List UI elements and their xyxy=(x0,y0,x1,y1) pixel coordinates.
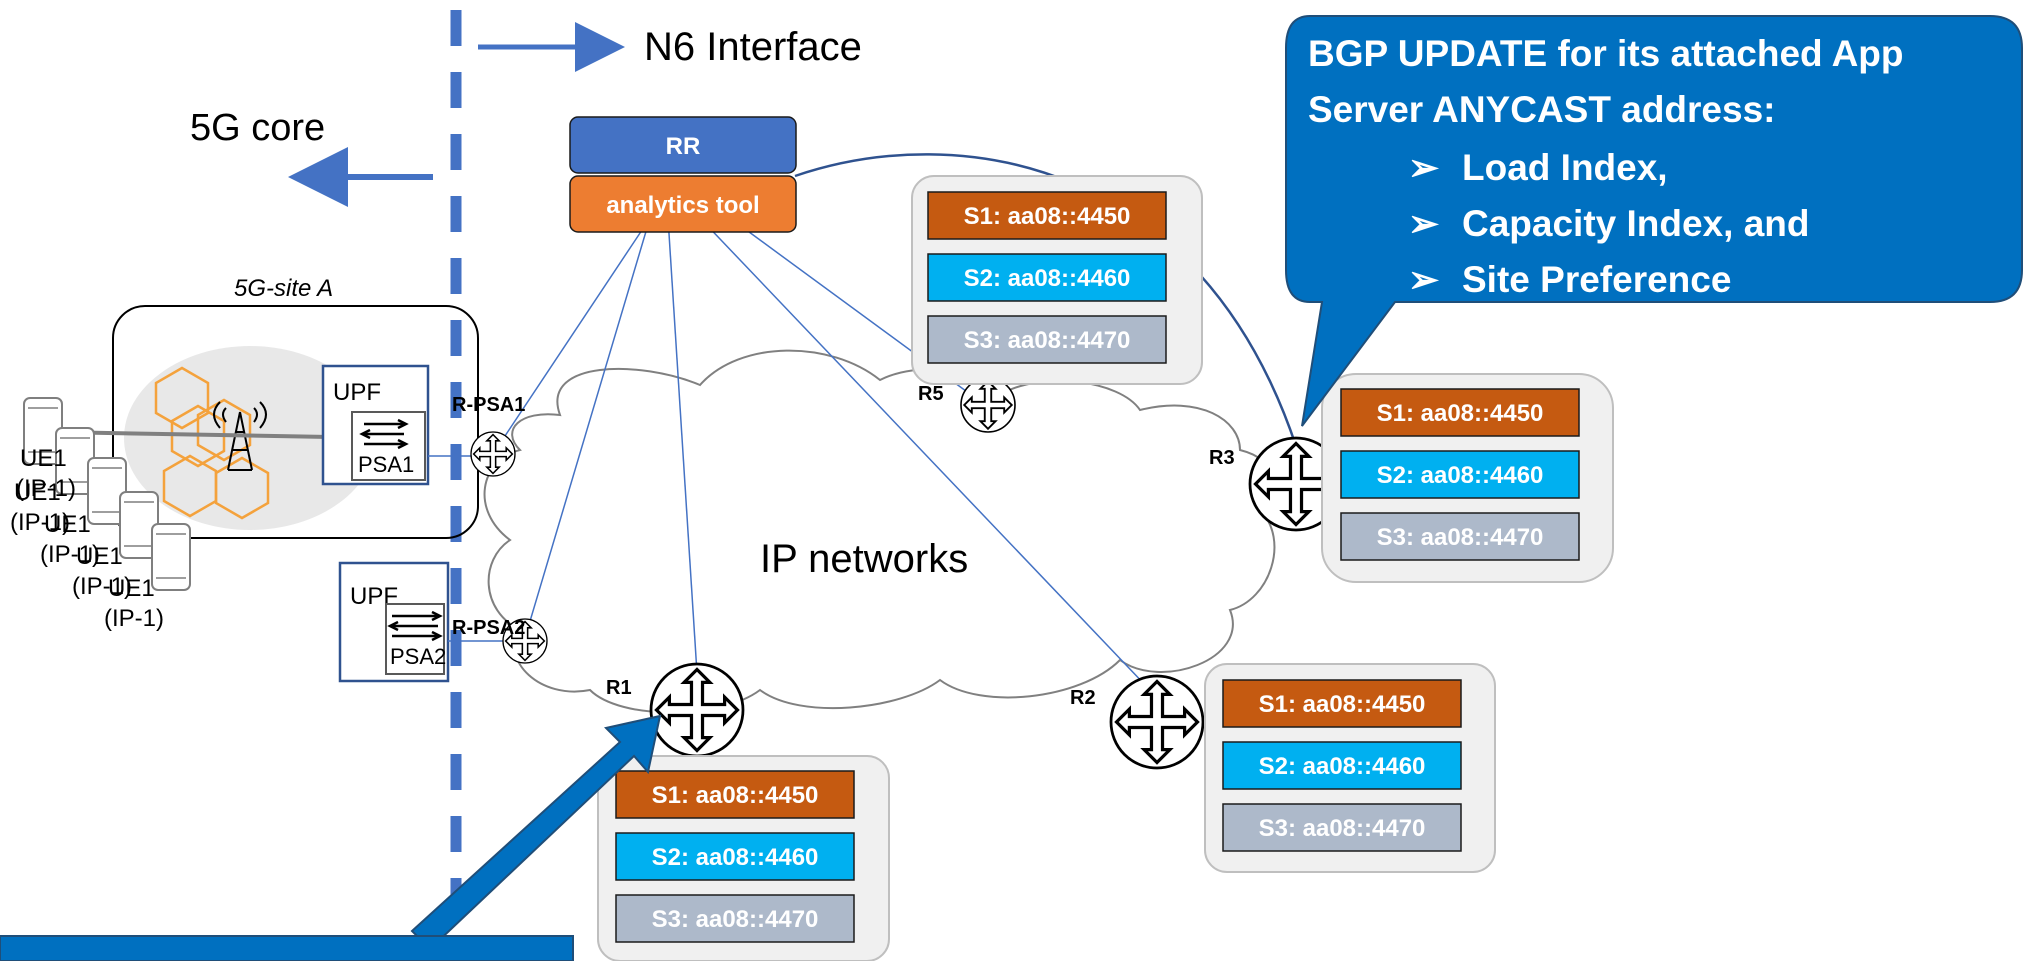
site-label: 5G-site A xyxy=(234,275,333,302)
core-label: 5G core xyxy=(190,107,325,149)
server-r2-s2[interactable] xyxy=(1222,741,1462,790)
psa1-label: PSA1 xyxy=(358,452,414,477)
server-r5-s1[interactable] xyxy=(927,191,1167,240)
server-r1-s2[interactable] xyxy=(615,832,855,881)
callout-bullet-2: Capacity Index, and xyxy=(1462,203,1810,244)
ue-name-label: UE1 xyxy=(76,543,123,570)
ue-name-label: UE1 xyxy=(20,445,67,472)
server-label-r2-s2: S2: aa08::4460 xyxy=(1259,753,1426,780)
callout-title-line1: BGP UPDATE for its attached App xyxy=(1308,33,1904,74)
router-r-psa1[interactable] xyxy=(470,431,516,477)
r-psa2-label: R-PSA2 xyxy=(452,617,525,639)
server-r5-s3[interactable] xyxy=(927,315,1167,364)
ip-network-cloud xyxy=(483,349,1276,714)
r-psa1-label: R-PSA1 xyxy=(452,394,525,416)
psa1-switch-icon xyxy=(359,418,409,450)
phone-icon xyxy=(151,523,191,591)
server-r3-s3[interactable] xyxy=(1340,512,1580,561)
site-a-frame xyxy=(112,305,479,539)
ue-name-label: UE1 xyxy=(108,575,155,602)
router-r2[interactable] xyxy=(1109,674,1205,770)
server-label-r3-s3: S3: aa08::4470 xyxy=(1377,524,1544,551)
server-r1-s1[interactable] xyxy=(615,770,855,819)
server-label-r2-s3: S3: aa08::4470 xyxy=(1259,815,1426,842)
server-label-r5-s1: S1: aa08::4450 xyxy=(964,203,1131,230)
server-r5-s2[interactable] xyxy=(927,253,1167,302)
upf1-label: UPF xyxy=(333,379,381,406)
r1-pointer-arrow xyxy=(410,714,662,951)
r2-label: R2 xyxy=(1070,687,1096,709)
server-r1-s3[interactable] xyxy=(615,894,855,943)
analytics-box[interactable] xyxy=(569,175,797,233)
server-label-r5-s2: S2: aa08::4460 xyxy=(964,265,1131,292)
server-label-r1-s2: S2: aa08::4460 xyxy=(652,844,819,871)
server-label-r1-s3: S3: aa08::4470 xyxy=(652,906,819,933)
ue-ip-label: (IP-1) xyxy=(72,573,132,600)
server-r2-s3[interactable] xyxy=(1222,803,1462,852)
r3-label: R3 xyxy=(1209,447,1235,469)
server-r3-s1[interactable] xyxy=(1340,388,1580,437)
router-r5[interactable] xyxy=(960,377,1016,433)
server-label-r3-s1: S1: aa08::4450 xyxy=(1377,400,1544,427)
callout-bullet-3: Site Preference xyxy=(1462,259,1731,300)
callout-bullet-1: Load Index, xyxy=(1462,147,1668,188)
callout-bullets: ➢ Load Index, ➢ Capacity Index, and ➢ Site Pr… xyxy=(1408,147,1810,300)
server-label-r2-s1: S1: aa08::4450 xyxy=(1259,691,1426,718)
rr-label: RR xyxy=(666,133,701,160)
bgp-callout-bubble xyxy=(1285,15,2023,427)
ue-ip-label: (IP-1) xyxy=(16,475,76,502)
ue-ip-label: (IP-1) xyxy=(104,605,164,632)
ue-ip-label: (IP-1) xyxy=(10,509,70,536)
ue-devices: UE1(IP-1)UE1(IP-1)UE1(IP-1)UE1(IP-1)UE1(… xyxy=(10,397,191,632)
r1-label: R1 xyxy=(606,677,632,699)
callout-bullet-glyph: ➢ xyxy=(1408,147,1440,188)
psa1-box xyxy=(351,411,426,481)
bottom-callout-box xyxy=(0,935,574,961)
server-r3-s2[interactable] xyxy=(1340,450,1580,499)
server-label-r3-s2: S2: aa08::4460 xyxy=(1377,462,1544,489)
ue-name-label: UE1 xyxy=(44,511,91,538)
psa2-label: PSA2 xyxy=(390,644,446,669)
callout-bullet-glyph: ➢ xyxy=(1408,203,1440,244)
rr-box[interactable] xyxy=(569,116,797,174)
server-label-r1-s1: S1: aa08::4450 xyxy=(652,782,819,809)
psa2-switch-icon xyxy=(387,610,443,642)
server-r2-s1[interactable] xyxy=(1222,679,1462,728)
analytics-label: analytics tool xyxy=(606,192,759,219)
r5-label: R5 xyxy=(918,383,944,405)
ue-radio-link xyxy=(53,430,331,439)
callout-bullet-glyph: ➢ xyxy=(1408,259,1440,300)
callout-title-line2: Server ANYCAST address: xyxy=(1308,89,1775,130)
antenna-icon xyxy=(213,401,267,471)
server-label-r5-s3: S3: aa08::4470 xyxy=(964,327,1131,354)
ip-networks-label: IP networks xyxy=(760,537,968,581)
router-r1[interactable] xyxy=(649,662,745,758)
n6-interface-label: N6 Interface xyxy=(644,25,862,69)
ue-name-label: UE1 xyxy=(14,479,61,506)
ue-ip-label: (IP-1) xyxy=(40,541,100,568)
